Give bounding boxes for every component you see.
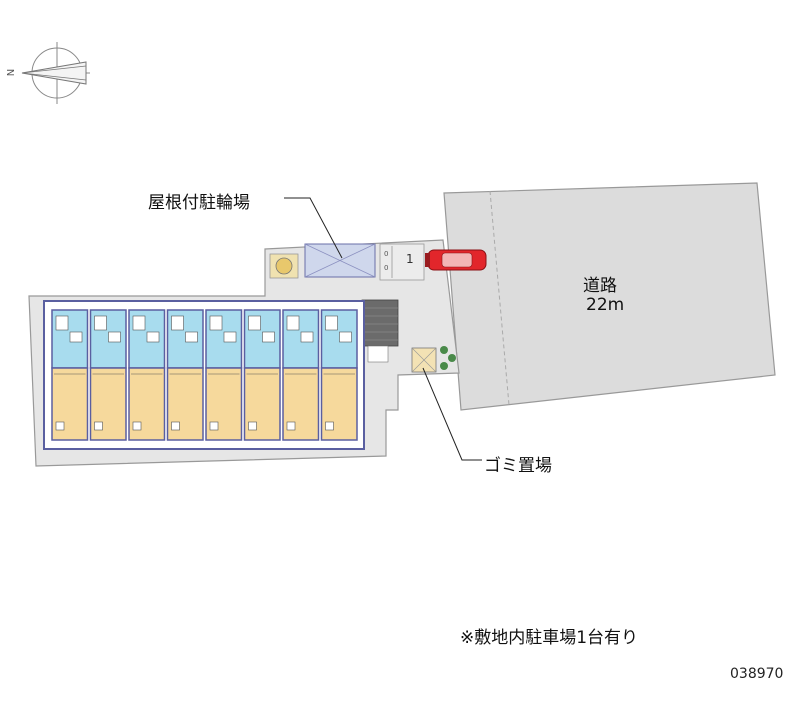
apartment-unit bbox=[205, 309, 243, 441]
svg-text:0: 0 bbox=[384, 250, 388, 258]
bicycle-parking-label: 屋根付駐輪場 bbox=[148, 193, 250, 213]
apartment-unit bbox=[320, 309, 358, 441]
garbage-area-label: ゴミ置場 bbox=[484, 456, 552, 476]
property-code: 038970 bbox=[730, 666, 784, 682]
apartment-unit bbox=[128, 309, 166, 441]
bicycle-parking-area bbox=[269, 243, 376, 279]
compass-icon bbox=[21, 42, 90, 104]
leader-line-bicycle bbox=[284, 197, 343, 259]
road-name: 道路 bbox=[583, 276, 617, 296]
staircase bbox=[361, 299, 399, 363]
apartment-units bbox=[51, 309, 358, 441]
compass-north-label: N bbox=[6, 68, 18, 77]
garbage-area bbox=[411, 346, 456, 373]
leader-line-garbage bbox=[422, 367, 482, 461]
apartment-unit bbox=[166, 309, 204, 441]
apartment-unit bbox=[282, 309, 320, 441]
car-icon bbox=[425, 249, 487, 271]
parking-note: ※敷地内駐車場1台有り bbox=[460, 628, 639, 648]
road-width: 22m bbox=[586, 295, 625, 315]
apartment-unit bbox=[89, 309, 127, 441]
apartment-unit bbox=[51, 309, 89, 441]
svg-text:0: 0 bbox=[384, 264, 388, 272]
parking-space-number: 1 bbox=[406, 252, 414, 266]
apartment-unit bbox=[243, 309, 281, 441]
parking-space: 0 0 bbox=[379, 243, 425, 281]
